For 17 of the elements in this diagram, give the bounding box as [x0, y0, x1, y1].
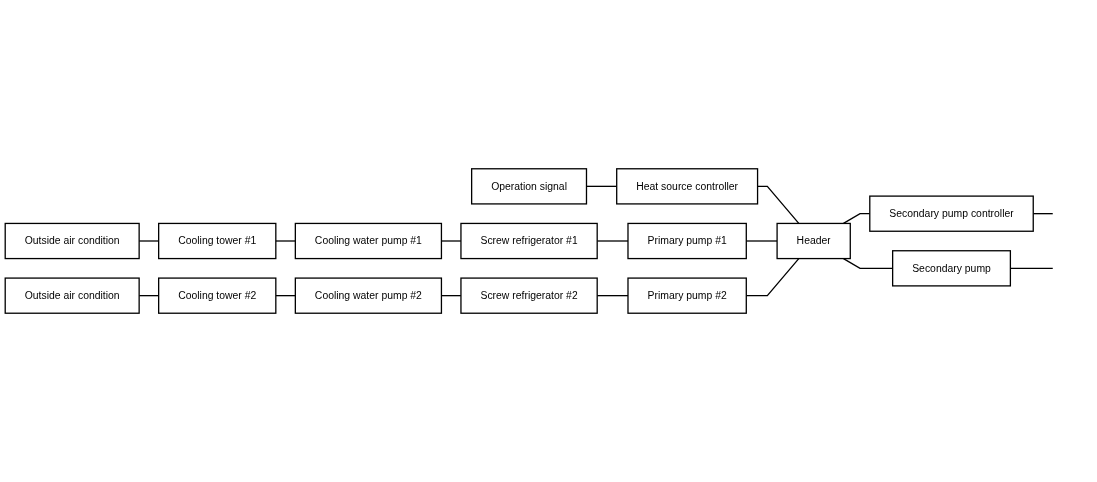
node-box: Screw refrigerator #1 — [460, 222, 598, 260]
node-box: Outside air condition — [4, 277, 140, 314]
node-box: Cooling tower #2 — [158, 277, 277, 314]
connector — [275, 295, 296, 297]
node-box: Cooling tower #1 — [158, 222, 277, 260]
node-box: Primary pump #2 — [627, 277, 747, 314]
node-box: Cooling water pump #1 — [294, 222, 443, 260]
node-box: Cooling water pump #2 — [294, 277, 443, 314]
node-box: Operation signal — [471, 168, 588, 205]
node-box: Header — [776, 222, 851, 260]
node-box: Primary pump #1 — [627, 222, 747, 260]
node-box: Screw refrigerator #2 — [460, 277, 598, 314]
node-box: Heat source controller — [616, 168, 759, 205]
connector — [275, 240, 296, 242]
node-box: Secondary pump — [892, 250, 1012, 287]
node-box: Secondary pump controller — [869, 195, 1034, 232]
node-box: Outside air condition — [4, 222, 140, 260]
